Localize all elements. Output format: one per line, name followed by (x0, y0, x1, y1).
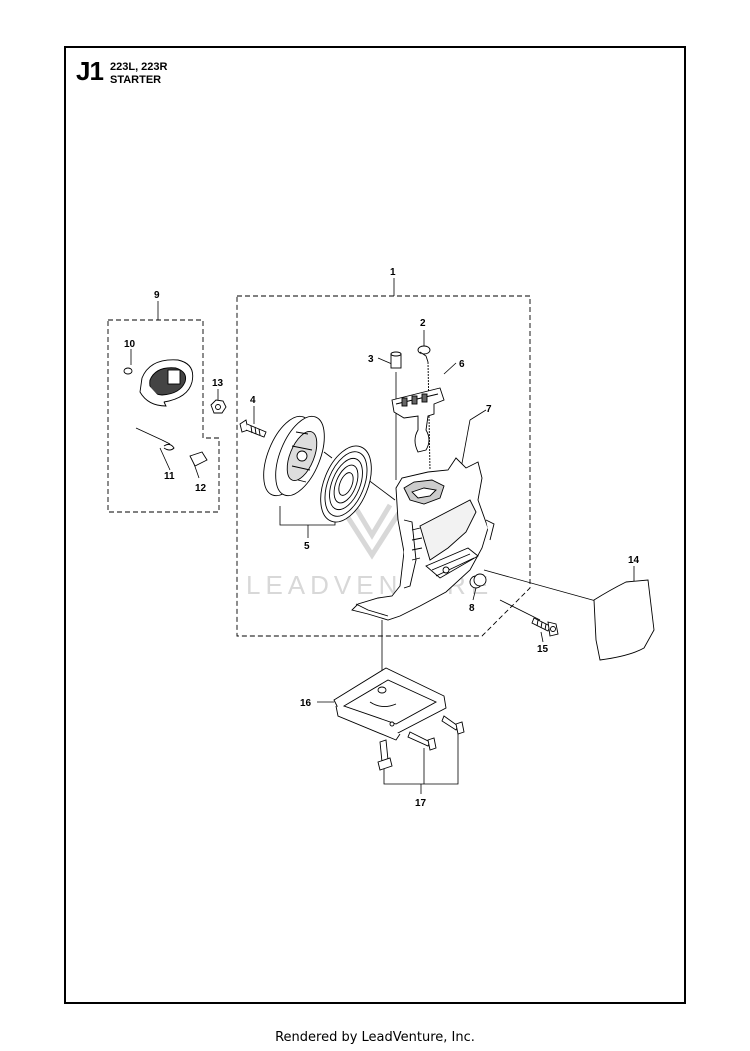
part-17-screws (377, 715, 465, 771)
callout-13: 13 (212, 378, 224, 389)
part-5-pulley (263, 415, 325, 497)
callout-1: 1 (390, 267, 396, 278)
part-12-pawl (189, 451, 208, 467)
part-15-screw (531, 617, 559, 637)
kit-box-9 (107, 319, 220, 513)
footer-credit: Rendered by LeadVenture, Inc. (275, 1030, 475, 1045)
diagram-frame (64, 46, 686, 1004)
part-13-nut (210, 399, 227, 414)
callout-2: 2 (420, 318, 426, 329)
part-5-recoil-spring (320, 445, 372, 523)
section-code: J1 (76, 56, 104, 86)
callout-11: 11 (164, 471, 175, 482)
callout-10: 10 (124, 339, 136, 350)
callout-6: 6 (459, 359, 465, 370)
part-6-handle (391, 387, 445, 453)
kit-box-1 (236, 295, 531, 637)
part-9-pulley (139, 359, 194, 407)
callout-14: 14 (628, 555, 640, 566)
callout-17: 17 (415, 798, 427, 809)
section-title: STARTER (110, 74, 162, 86)
callout-5: 5 (304, 541, 310, 552)
part-3-bushing (390, 351, 402, 369)
callout-15: 15 (537, 644, 549, 655)
part-7-starter-housing (351, 457, 495, 621)
part-10-clip (123, 367, 133, 375)
callout-16: 16 (300, 698, 312, 709)
callout-9: 9 (154, 290, 160, 301)
callout-12: 12 (195, 483, 207, 494)
part-14-decal (593, 579, 655, 661)
part-8-bushing (469, 573, 487, 589)
part-16-plate (333, 667, 447, 741)
callout-7: 7 (486, 404, 492, 415)
model-numbers: 223L, 223R (110, 61, 168, 73)
callout-4: 4 (250, 395, 256, 406)
part-11-spring (161, 439, 175, 451)
callout-3: 3 (368, 354, 374, 365)
callout-8: 8 (469, 603, 475, 614)
part-4-screw (239, 419, 267, 438)
